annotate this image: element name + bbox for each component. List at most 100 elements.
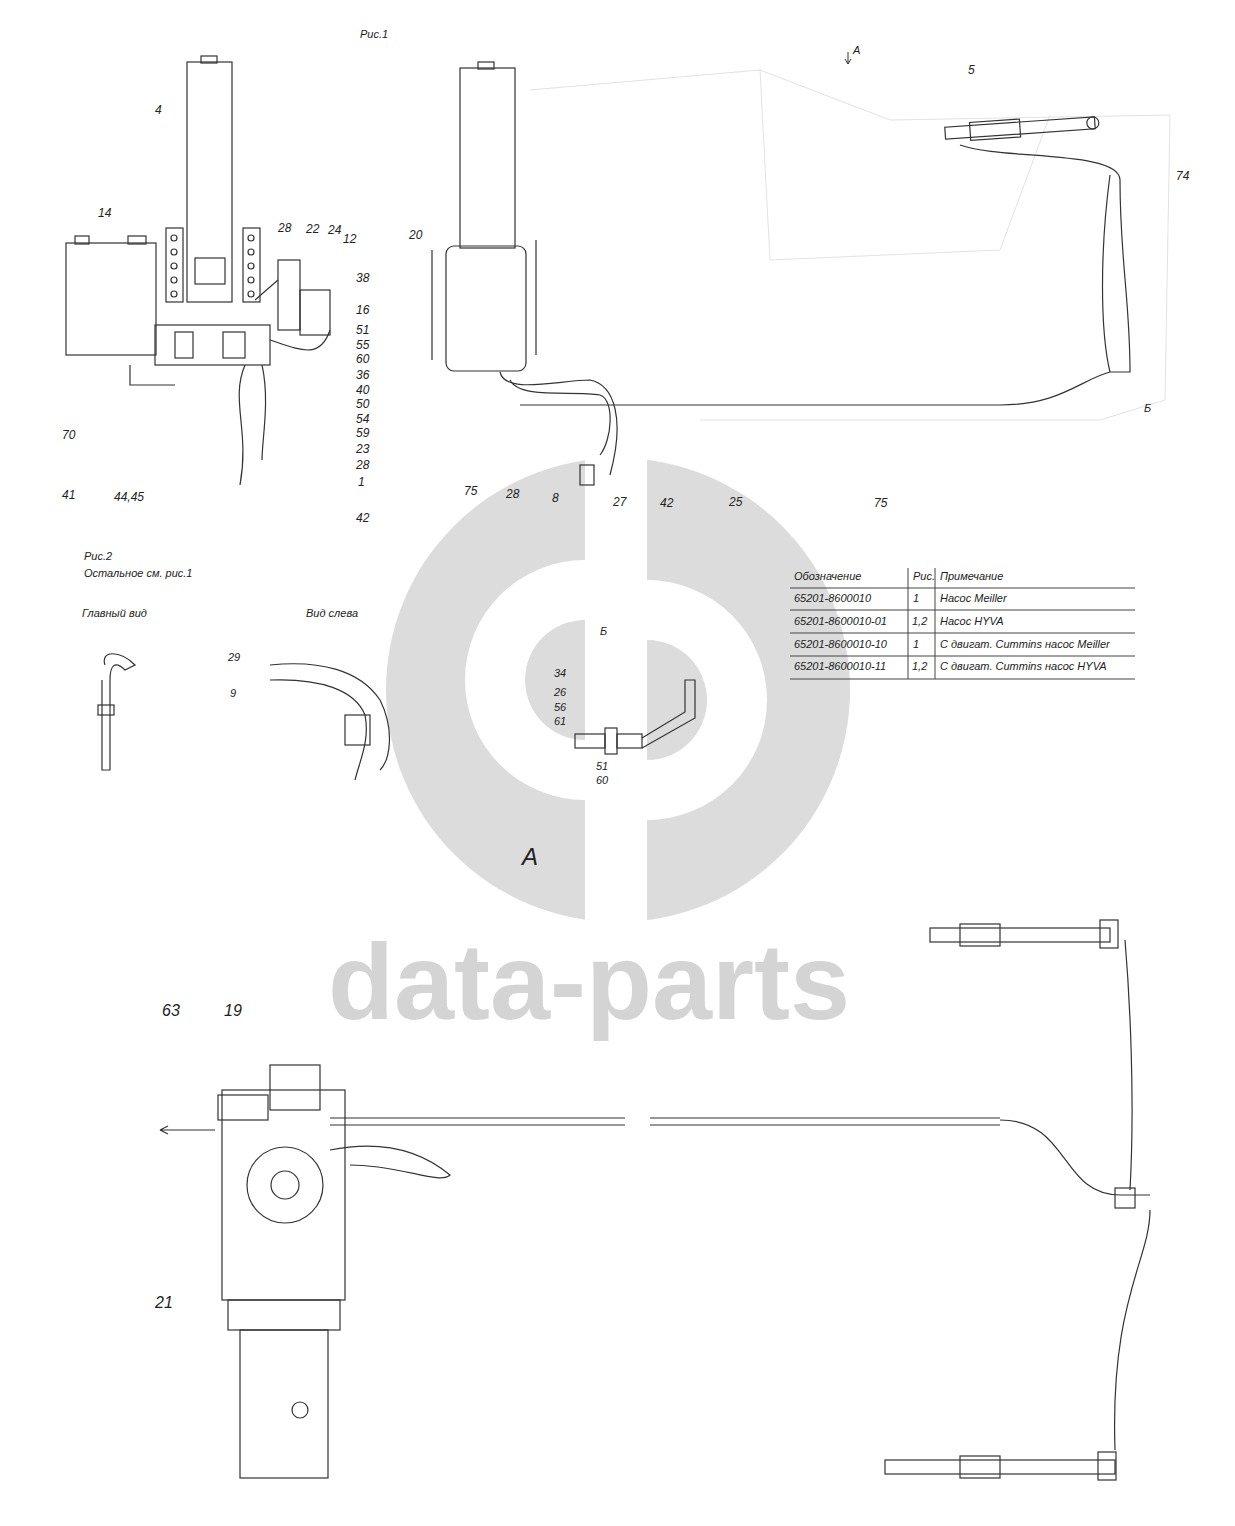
view-label: Б <box>1144 402 1151 415</box>
figure-1-main <box>432 62 1130 485</box>
drawing-stroke <box>520 404 1000 405</box>
drawing-stroke <box>98 705 114 715</box>
drawing-stroke <box>945 114 1100 143</box>
drawing-stroke <box>330 1117 1000 1118</box>
drawing-stroke <box>647 580 767 820</box>
drawing-stroke <box>580 465 594 485</box>
callout-number: 8 <box>552 492 559 506</box>
drawing-stroke <box>292 1402 308 1418</box>
drawing-stroke <box>330 1124 1000 1125</box>
callout-number: 38 <box>356 272 369 286</box>
callout-number: 26 <box>554 686 566 699</box>
drawing-stroke <box>228 1300 340 1330</box>
drawing-stroke <box>270 1065 320 1110</box>
drawing-stroke <box>128 236 146 244</box>
callout-number: 75 <box>464 485 477 499</box>
drawing-stroke <box>270 680 366 780</box>
drawing-stroke <box>575 734 605 748</box>
drawing-stroke <box>465 560 585 800</box>
drawing-stroke <box>248 291 254 297</box>
drawing-stroke <box>171 235 177 241</box>
table-cell: Примечание <box>940 570 1003 583</box>
table-cell: 1,2 <box>912 660 927 673</box>
callout-number: 19 <box>224 1002 242 1020</box>
callout-number: 34 <box>554 667 566 680</box>
callout-number: 60 <box>356 353 369 367</box>
drawing-stroke <box>1000 1120 1150 1195</box>
drawing-stroke <box>1125 940 1132 1190</box>
detail-b-fitting <box>575 680 695 754</box>
drawing-stroke <box>1103 175 1111 372</box>
drawing-stroke <box>195 258 225 284</box>
callout-number: 63 <box>162 1002 180 1020</box>
drawing-stroke <box>478 62 494 69</box>
drawing-stroke <box>330 1146 450 1178</box>
table-cell: Насос Meiller <box>940 592 1007 605</box>
drawing-stroke <box>969 119 1020 140</box>
drawing-stroke <box>247 1147 323 1223</box>
drawing-stroke <box>248 277 254 283</box>
callout-number: 50 <box>356 398 369 412</box>
drawing-stroke <box>1100 920 1118 948</box>
callout-number: 22 <box>306 223 319 237</box>
callout-number: 29 <box>228 651 240 664</box>
callout-number: 24 <box>328 224 341 238</box>
drawing-stroke <box>175 332 193 358</box>
drawing-stroke <box>500 372 617 475</box>
drawing-stroke <box>760 70 1050 260</box>
callout-number: 20 <box>409 229 422 243</box>
table-cell: С двигат. Cummins насос HYVA <box>940 660 1107 673</box>
callout-number: 41 <box>62 489 75 503</box>
callout-number: 42 <box>356 512 369 526</box>
callout-number: 70 <box>62 429 75 443</box>
drawing-stroke <box>201 56 217 63</box>
drawing-stroke <box>171 263 177 269</box>
callout-number: 27 <box>613 496 626 510</box>
drawing-stroke <box>1086 117 1099 130</box>
table-cell: 1,2 <box>912 615 927 628</box>
drawing-stroke <box>278 260 300 330</box>
drawing-stroke <box>243 228 260 302</box>
drawing-stroke <box>218 1095 268 1120</box>
callout-number: 40 <box>356 384 369 398</box>
view-label: А <box>853 44 860 57</box>
callout-number: 36 <box>356 369 369 383</box>
table-cell: 1 <box>913 592 919 605</box>
drawing-stroke <box>248 249 254 255</box>
drawing-stroke <box>171 249 177 255</box>
callout-number: 28 <box>278 222 291 236</box>
callout-number: 59 <box>356 427 369 441</box>
drawing-stroke <box>160 1126 215 1134</box>
drawing-stroke <box>240 1330 328 1478</box>
view-label: Главный вид <box>82 607 147 620</box>
drawing-stroke <box>155 325 270 365</box>
drawing-stroke <box>908 568 935 679</box>
table-cell: С двигат. Cummins насос Meiller <box>940 638 1110 651</box>
table-rules <box>790 568 1135 679</box>
drawing-stroke <box>642 680 695 748</box>
drawing-stroke <box>960 1456 1000 1478</box>
table-cell: Обозначение <box>794 570 861 583</box>
truck-frame-outline <box>530 70 1170 420</box>
table-cell: 1 <box>913 638 919 651</box>
view-label: Рис.1 <box>360 28 388 41</box>
drawing-stroke <box>166 228 183 302</box>
callout-number: 9 <box>230 687 236 700</box>
figure-2 <box>98 654 389 780</box>
drawing-stroke <box>223 332 245 358</box>
callout-number: 14 <box>98 207 111 221</box>
drawing-stroke <box>75 236 89 244</box>
drawing-stroke <box>66 243 156 355</box>
table-cell: Насос HYVA <box>940 615 1004 628</box>
view-arrow <box>845 52 851 64</box>
table-cell: Рис. <box>913 570 935 583</box>
callout-number: 25 <box>729 496 742 510</box>
callout-number: 28 <box>356 459 369 473</box>
callout-number: 4 <box>155 104 162 118</box>
callout-number: 75 <box>874 497 887 511</box>
callout-number: 60 <box>596 774 608 787</box>
callout-number: 54 <box>356 413 369 427</box>
drawing-stroke <box>446 246 526 371</box>
drawing-stroke <box>960 924 1000 946</box>
